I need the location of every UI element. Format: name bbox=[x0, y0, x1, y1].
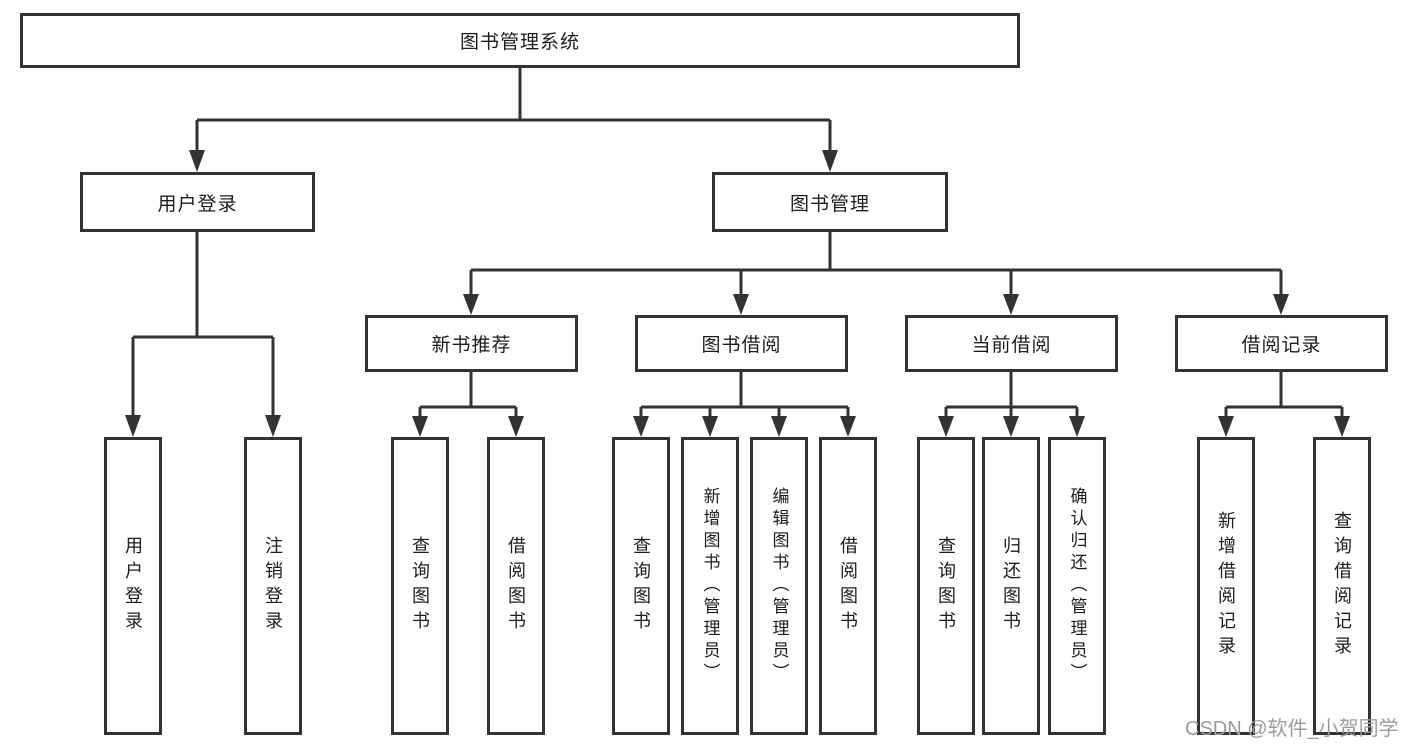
leaf-confirm-return: 确认归还（管理员） bbox=[1048, 437, 1106, 735]
node-current-borrow-label: 当前借阅 bbox=[971, 335, 1052, 356]
node-borrow-records-label: 借阅记录 bbox=[1241, 335, 1322, 356]
leaf-query-book-1: 查询图书 bbox=[391, 437, 449, 735]
leaf-query-book-3: 查询图书 bbox=[917, 437, 975, 735]
leaf-borrow-book-1-label: 借阅图书 bbox=[506, 536, 526, 636]
node-new-book-rec-label: 新书推荐 bbox=[431, 335, 512, 356]
leaf-edit-book-label: 编辑图书（管理员） bbox=[769, 487, 789, 685]
leaf-borrow-book-1: 借阅图书 bbox=[487, 437, 545, 735]
leaf-query-book-3-label: 查询图书 bbox=[936, 536, 956, 636]
node-user-login: 用户登录 bbox=[80, 172, 315, 232]
leaf-query-borrow-record-label: 查询借阅记录 bbox=[1332, 511, 1352, 661]
node-book-mgmt: 图书管理 bbox=[712, 172, 948, 232]
csdn-watermark: CSDN @软件_小贺同学 bbox=[1185, 718, 1399, 740]
leaf-query-borrow-record: 查询借阅记录 bbox=[1313, 437, 1371, 735]
node-root-label: 图书管理系统 bbox=[459, 32, 580, 53]
leaf-borrow-book-2-label: 借阅图书 bbox=[838, 536, 858, 636]
leaf-add-book-label: 新增图书（管理员） bbox=[700, 487, 720, 685]
node-new-book-rec: 新书推荐 bbox=[365, 315, 578, 372]
node-user-login-label: 用户登录 bbox=[157, 193, 238, 215]
leaf-user-login-label: 用户登录 bbox=[123, 536, 143, 636]
node-borrow-records: 借阅记录 bbox=[1175, 315, 1388, 372]
leaf-confirm-return-label: 确认归还（管理员） bbox=[1067, 487, 1087, 685]
leaf-add-borrow-record: 新增借阅记录 bbox=[1197, 437, 1255, 735]
leaf-add-borrow-record-label: 新增借阅记录 bbox=[1216, 511, 1236, 661]
leaf-logout-label: 注销登录 bbox=[263, 536, 283, 636]
leaf-return-book: 归还图书 bbox=[982, 437, 1040, 735]
leaf-edit-book: 编辑图书（管理员） bbox=[750, 437, 808, 735]
node-book-mgmt-label: 图书管理 bbox=[789, 193, 870, 215]
leaf-user-login: 用户登录 bbox=[104, 437, 162, 735]
leaf-logout: 注销登录 bbox=[244, 437, 302, 735]
node-book-borrow: 图书借阅 bbox=[635, 315, 848, 372]
leaf-add-book: 新增图书（管理员） bbox=[681, 437, 739, 735]
node-root: 图书管理系统 bbox=[20, 13, 1020, 68]
leaf-query-book-2: 查询图书 bbox=[612, 437, 670, 735]
leaf-query-book-1-label: 查询图书 bbox=[410, 536, 430, 636]
node-book-borrow-label: 图书借阅 bbox=[701, 335, 782, 356]
node-current-borrow: 当前借阅 bbox=[905, 315, 1118, 372]
leaf-borrow-book-2: 借阅图书 bbox=[819, 437, 877, 735]
leaf-return-book-label: 归还图书 bbox=[1001, 536, 1021, 636]
leaf-query-book-2-label: 查询图书 bbox=[631, 536, 651, 636]
